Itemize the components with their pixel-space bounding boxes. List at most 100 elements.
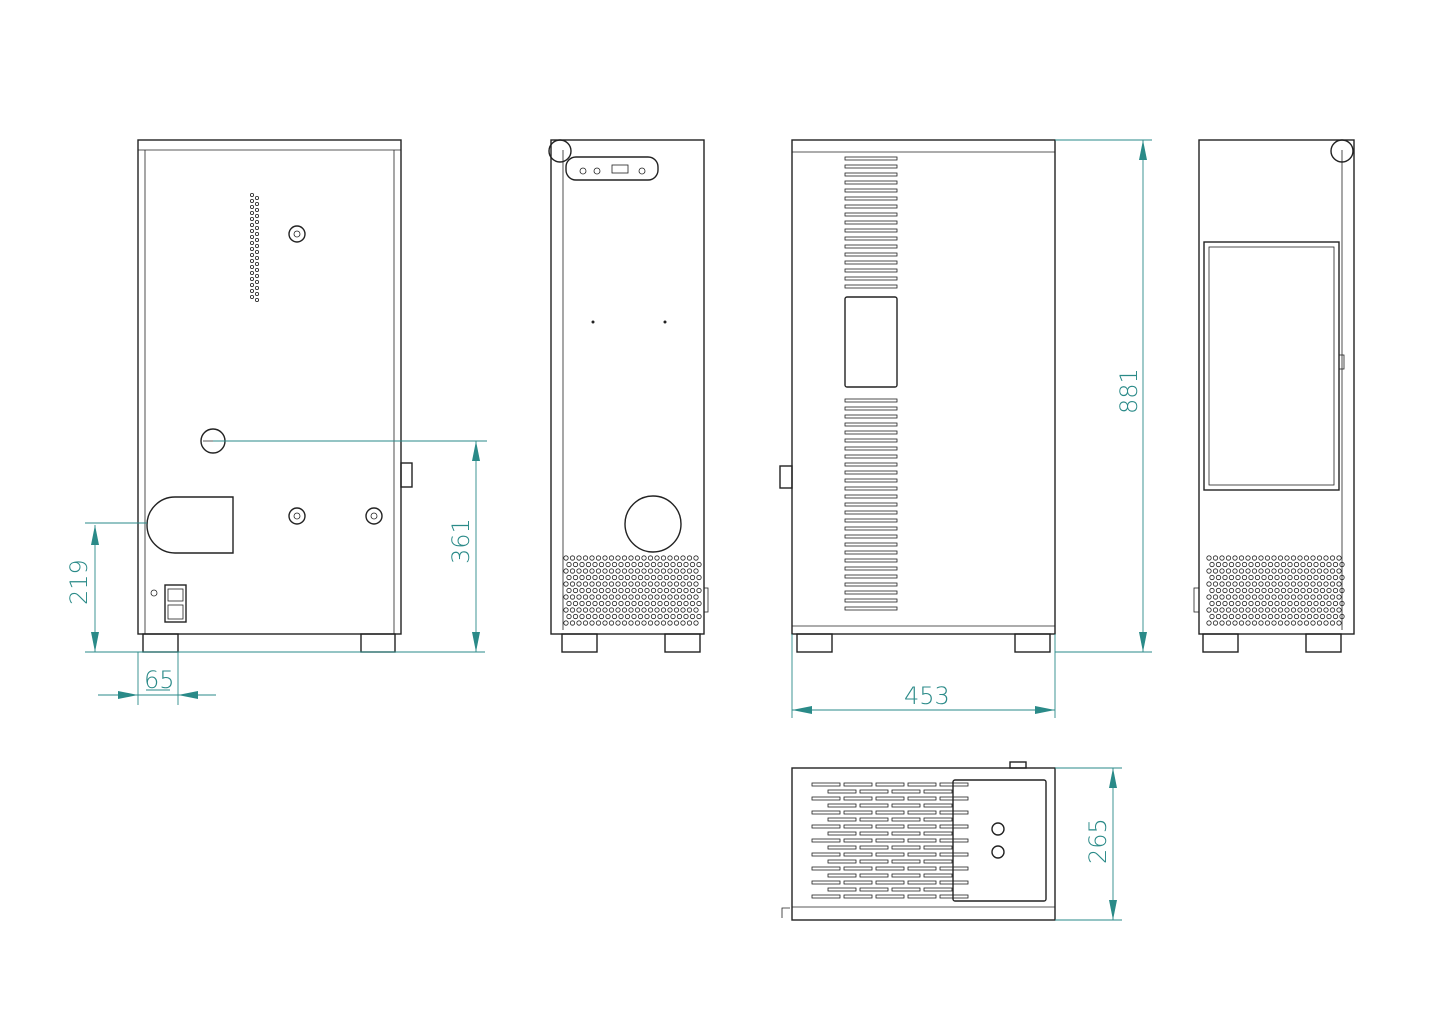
vent-hole (1316, 568, 1323, 574)
vent-hole (1264, 555, 1271, 561)
vent-hole (670, 574, 676, 581)
vent-hole (1310, 581, 1316, 587)
vent-hole (670, 587, 676, 594)
louvre-slot (875, 852, 905, 857)
louvre-slot (843, 810, 873, 815)
vent-hole (1235, 587, 1241, 594)
louvre-slot (859, 845, 889, 850)
vent-hole (249, 288, 254, 293)
vent-hole (1215, 587, 1222, 594)
vent-hole (566, 561, 572, 568)
vent-hole (602, 555, 608, 561)
vent-hole (1225, 555, 1232, 561)
vent-hole (1326, 574, 1332, 581)
vent-hole (1339, 561, 1345, 568)
vent-hole (1313, 613, 1319, 620)
vent-hole (1303, 594, 1310, 600)
louvre-slot (827, 803, 857, 808)
vent-hole (1264, 594, 1271, 600)
vent-hole (1215, 561, 1222, 568)
vent-hole (628, 581, 634, 587)
vent-hole (663, 561, 670, 568)
vent-hole (1284, 568, 1290, 574)
louvre-slot (939, 852, 969, 857)
louvre-slot (844, 252, 898, 257)
vent-hole (1225, 620, 1232, 626)
louvre-slot (875, 824, 905, 829)
vent-hole (254, 195, 259, 200)
louvre-slot (875, 838, 905, 843)
vent-hole (634, 568, 641, 574)
vent-hole (696, 587, 702, 594)
dimension-label-65: 65 (144, 666, 175, 694)
louvre-slot (875, 880, 905, 885)
vent-hole (592, 561, 598, 568)
vent-hole (663, 587, 670, 594)
vent-hole (254, 219, 259, 224)
vent-hole (1280, 613, 1287, 620)
vent-hole (693, 568, 699, 574)
vent-hole (254, 207, 259, 212)
louvre-slot (891, 803, 921, 808)
louvre-slot (844, 430, 898, 435)
vent-hole (602, 594, 608, 600)
louvre-slot (875, 810, 905, 815)
vent-hole (621, 620, 628, 626)
vent-hole (576, 581, 582, 587)
vent-hole (592, 600, 598, 607)
louvre-slot (843, 866, 873, 871)
vent-hole (650, 600, 657, 607)
vent-hole (644, 613, 650, 620)
vent-hole (1267, 561, 1274, 568)
vent-hole (585, 587, 592, 594)
louvre-slot (844, 180, 898, 185)
vent-hole (663, 574, 670, 581)
vent-hole (1300, 574, 1306, 581)
vent-hole (1206, 594, 1212, 600)
vent-hole (1332, 561, 1339, 568)
vent-hole (670, 561, 676, 568)
vent-hole (1212, 620, 1219, 626)
vent-hole (1245, 594, 1251, 600)
vent-hole (595, 581, 602, 587)
vent-hole (563, 568, 569, 574)
vent-hole (1313, 587, 1319, 594)
louvre-slot (923, 845, 953, 850)
vent-hole (628, 594, 634, 600)
vent-hole (589, 568, 595, 574)
vent-hole (1274, 600, 1280, 607)
vent-hole (569, 607, 576, 613)
vent-hole (693, 581, 699, 587)
vent-hole (1293, 561, 1300, 568)
louvre-slot (811, 866, 841, 871)
louvre-slot (859, 887, 889, 892)
vent-hole (1245, 555, 1251, 561)
louvre-slot (844, 268, 898, 273)
vent-hole (592, 587, 598, 594)
vent-hole (634, 620, 641, 626)
louvre-slot (844, 542, 898, 547)
vent-hole (1316, 581, 1323, 587)
louvre-slot (923, 859, 953, 864)
vent-hole (1319, 600, 1326, 607)
vent-hole (1271, 581, 1277, 587)
louvre-slot (844, 574, 898, 579)
vent-hole (602, 581, 608, 587)
dimension-65: 65 (98, 652, 216, 705)
vent-hole (624, 587, 631, 594)
vent-hole (621, 581, 628, 587)
louvre-slot (843, 852, 873, 857)
vent-hole (641, 594, 647, 600)
louvre-slot (844, 406, 898, 411)
vent-hole (1287, 574, 1293, 581)
vent-hole (1329, 594, 1336, 600)
vent-hole (689, 613, 696, 620)
louvre-slot (907, 880, 937, 885)
vent-hole (1316, 620, 1323, 626)
vent-hole (657, 574, 663, 581)
vent-hole (654, 555, 660, 561)
vent-hole (1219, 568, 1225, 574)
vent-hole (249, 264, 254, 269)
dimension-453: 453 (791, 634, 1056, 718)
vent-hole (624, 574, 631, 581)
